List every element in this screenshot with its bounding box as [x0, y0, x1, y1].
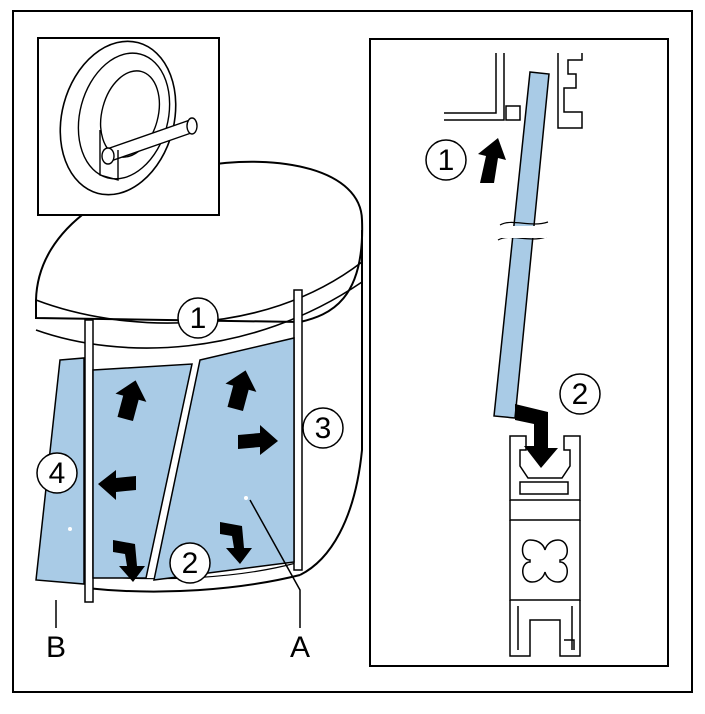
handle-bracket — [99, 130, 119, 181]
arrow-down-left — [113, 540, 145, 582]
frame-post-left — [84, 319, 94, 603]
cylinder-band — [35, 281, 363, 349]
arrow-up — [478, 138, 506, 183]
right-callout-step-2-number: 2 — [572, 378, 589, 411]
break-line-upper — [499, 221, 549, 226]
right-callout-step-1-number: 1 — [438, 144, 455, 177]
arrow-up-left — [115, 380, 147, 422]
arrow-up-right — [225, 370, 257, 412]
right-callout-step-1: 1 — [425, 139, 467, 181]
callout-step-1: 1 — [177, 297, 219, 339]
arrow-right — [238, 425, 278, 455]
handle-end-left — [101, 147, 115, 165]
callout-step-2-number: 2 — [182, 547, 199, 580]
cylinder-right-wall — [299, 230, 363, 576]
right-panel: 1 2 — [369, 38, 669, 667]
frame-post-right — [293, 289, 303, 571]
label-panel-b: B — [46, 631, 66, 664]
arrow-down-right — [220, 522, 252, 564]
callout-step-2: 2 — [169, 542, 211, 584]
callout-step-3: 3 — [302, 407, 344, 449]
break-gap — [500, 226, 546, 238]
outer-frame — [12, 10, 693, 693]
label-panel-a: A — [290, 631, 310, 664]
callout-step-4: 4 — [36, 452, 78, 494]
arrow-down — [515, 404, 558, 468]
cylinder-bottom-edge — [85, 574, 301, 593]
break-line-lower — [497, 236, 547, 241]
callout-step-1-number: 1 — [190, 302, 207, 335]
leader-line-a — [249, 499, 301, 628]
panel-a — [153, 337, 295, 581]
arrow-left — [98, 470, 136, 500]
callout-step-4-number: 4 — [49, 457, 66, 490]
handle-end-right — [186, 117, 198, 135]
panel-left-inner — [92, 363, 193, 579]
panel-b-marker — [68, 527, 72, 531]
right-callout-step-2: 2 — [559, 373, 601, 415]
inset-detail — [37, 37, 220, 216]
left-panel: 1 2 3 4 B A — [35, 37, 364, 664]
top-rail — [557, 53, 583, 129]
top-profile — [444, 53, 521, 121]
panel-a-marker — [244, 496, 248, 500]
bottom-profile — [509, 435, 581, 657]
callout-step-3-number: 3 — [315, 412, 332, 445]
